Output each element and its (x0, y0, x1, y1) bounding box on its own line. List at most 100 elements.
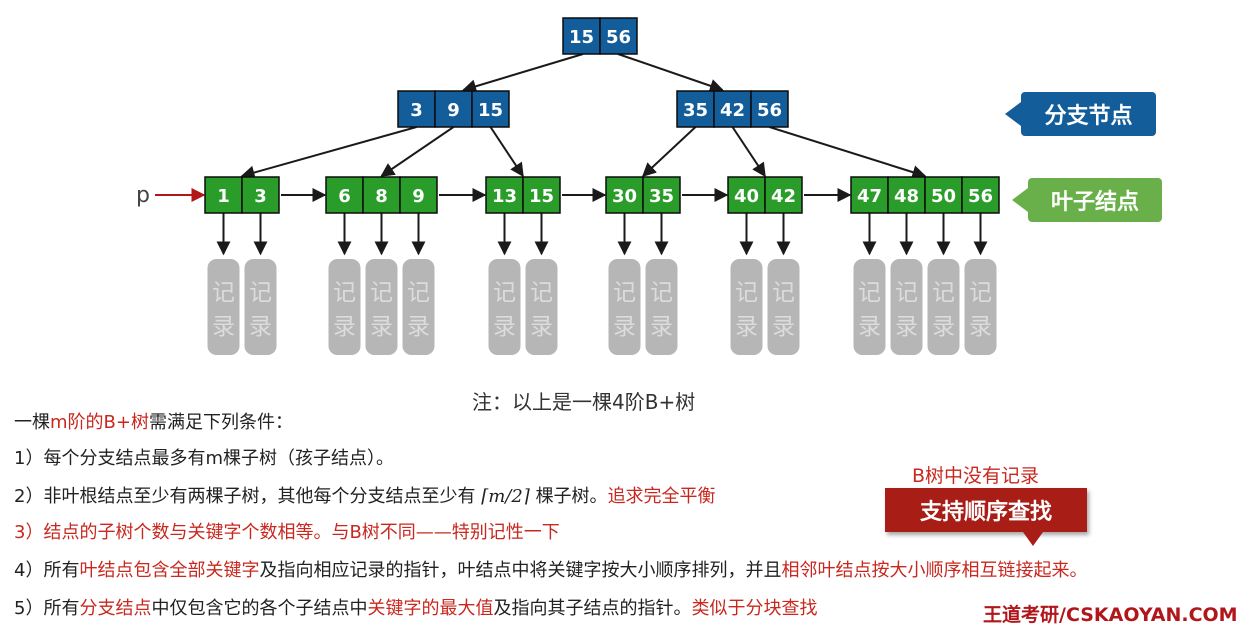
branch-to-leaf-edge (489, 126, 524, 178)
record-block: 记录 (853, 259, 886, 355)
record-char: 录 (333, 314, 356, 340)
leaf-node: 13 15 (485, 176, 561, 214)
branch-node-cell (471, 90, 510, 128)
branch-node-cell (713, 90, 752, 128)
root-node-cell (599, 17, 638, 55)
condition-1: 1）每个分支结点最多有m棵子树（孩子结点）。 (14, 448, 394, 469)
record-block: 记录 (767, 259, 800, 355)
root-node-key: 15 (569, 27, 594, 48)
leaf-node-cell (399, 176, 438, 214)
condition-3: 3）结点的子树个数与关键字个数相等。与B树不同——特别记性一下 (14, 522, 560, 543)
record-block: 记录 (525, 259, 558, 355)
leaf-node-key: 47 (857, 186, 882, 207)
branch-node-tag: 分支节点 (1005, 92, 1156, 136)
branch-node-cell (750, 90, 789, 128)
record-char: 录 (969, 314, 992, 340)
record-block: 记录 (730, 259, 763, 355)
leaf-node-cell (764, 176, 803, 214)
leaf-head-pointer-label: p (136, 183, 150, 208)
record-pill (525, 259, 558, 355)
leaf-node-key: 40 (734, 186, 759, 207)
record-pill (767, 259, 800, 355)
leaf-node-cell (642, 176, 681, 214)
leaf-node-key: 35 (649, 186, 674, 207)
record-pill (244, 259, 277, 355)
ceil-m-half-formula: ⌈m/2⌉ (481, 486, 530, 507)
branch-node-cell (397, 90, 436, 128)
record-char: 录 (858, 314, 881, 340)
sequential-search-callout: 支持顺序查找 (885, 488, 1087, 546)
record-char: 录 (650, 314, 673, 340)
record-pill (328, 259, 361, 355)
leaf-node-key: 13 (492, 186, 517, 207)
record-block: 记录 (402, 259, 435, 355)
record-char: 记 (650, 280, 673, 306)
leaf-node-key: 15 (529, 186, 554, 207)
tree-edges (155, 53, 988, 256)
record-pill (964, 259, 997, 355)
record-pill (927, 259, 960, 355)
side-note: B树中没有记录 (912, 465, 1040, 487)
record-char: 记 (333, 280, 356, 306)
record-block: 记录 (207, 259, 240, 355)
record-block: 记录 (488, 259, 521, 355)
record-char: 记 (407, 280, 430, 306)
condition-5: 5）所有分支结点中仅包含它的各个子结点中关键字的最大值及指向其子结点的指针。类似… (14, 598, 818, 619)
record-block: 记录 (244, 259, 277, 355)
condition-2-note: 追求完全平衡 (607, 486, 716, 507)
record-block: 记录 (890, 259, 923, 355)
branch-node-key: 35 (683, 100, 708, 121)
diagram-caption: 注：以上是一棵4阶B+树 (472, 390, 696, 414)
root-to-branch-edge (462, 53, 584, 94)
record-pill (890, 259, 923, 355)
branch-node-key: 9 (447, 100, 460, 121)
leaf-node: 47 48 50 56 (850, 176, 1000, 214)
leaf-node-key: 48 (894, 186, 919, 207)
leaf-node-tag: 叶子结点 (1012, 178, 1162, 222)
leaf-node-cell (241, 176, 280, 214)
record-char: 录 (407, 314, 430, 340)
root-to-branch-edge (617, 53, 724, 93)
record-char: 记 (613, 280, 636, 306)
record-pill (608, 259, 641, 355)
record-pill (645, 259, 678, 355)
leaf-node-cell (522, 176, 561, 214)
record-char: 录 (772, 314, 795, 340)
record-block: 记录 (645, 259, 678, 355)
record-char: 记 (858, 280, 881, 306)
leaf-node-key: 56 (968, 186, 993, 207)
branch-node-key: 15 (478, 100, 503, 121)
record-char: 录 (613, 314, 636, 340)
leaf-node-key: 3 (254, 186, 267, 207)
record-char: 录 (735, 314, 758, 340)
record-char: 记 (735, 280, 758, 306)
branch-to-leaf-edge (641, 126, 697, 177)
leaf-node-key: 9 (412, 186, 425, 207)
record-char: 记 (895, 280, 918, 306)
leaf-node-key: 30 (612, 186, 637, 207)
condition-3-note: 与B树不同——特别记性一下 (331, 522, 560, 543)
record-char: 录 (932, 314, 955, 340)
record-char: 录 (249, 314, 272, 340)
record-pill (365, 259, 398, 355)
leaf-node-cell (850, 176, 889, 214)
record-block: 记录 (964, 259, 997, 355)
record-char: 记 (370, 280, 393, 306)
record-block: 记录 (328, 259, 361, 355)
branch-to-leaf-edge (380, 126, 455, 177)
record-char: 录 (530, 314, 553, 340)
record-char: 录 (212, 314, 235, 340)
record-pill (207, 259, 240, 355)
leaf-node-key: 50 (931, 186, 956, 207)
record-block: 记录 (608, 259, 641, 355)
leaf-node-cell (961, 176, 1000, 214)
watermark: 王道考研/CSKAOYAN.COM (983, 604, 1238, 626)
record-char: 记 (212, 280, 235, 306)
